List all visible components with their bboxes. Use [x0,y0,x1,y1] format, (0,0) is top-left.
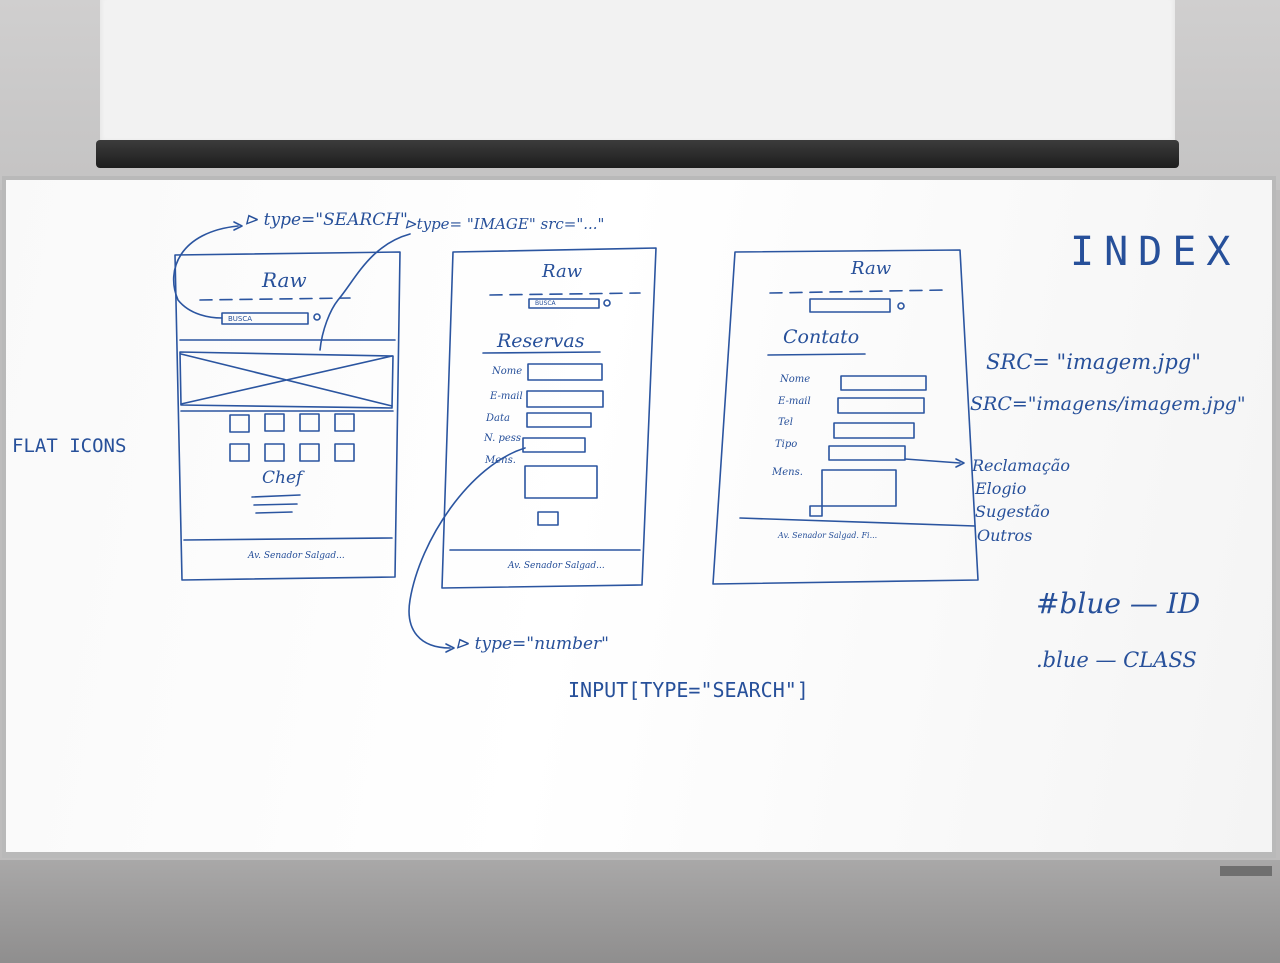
contact-option-4: Outros [977,526,1033,545]
page1-footer: Av. Senador Salgad... [248,551,345,561]
page3-field-3: Tel [778,417,794,428]
number-type-note: ⊳ type="number" [455,634,609,654]
page2-field-4: N. pess [484,433,522,444]
whiteboard [2,176,1276,858]
page1-search-icon [313,313,321,321]
page2-brand: Raw [542,261,583,282]
contact-option-3: Sugestão [975,502,1050,521]
page3-field-5: Mens. [772,467,803,478]
page2-search-label: BUSCA [535,300,556,307]
page3-brand: Raw [851,258,892,279]
page3-field-4: Tipo [775,439,798,450]
src-example-2: SRC="imagens/imagem.jpg" [970,393,1246,415]
page3-field-1: Nome [780,374,811,385]
page3-footer: Av. Senador Salgad. Fi... [778,531,878,540]
page1-search-label: BUSCA [228,315,253,323]
page2-field-5: Mens. [485,455,516,466]
wall-bottom [0,860,1280,963]
page2-section: Reservas [497,330,585,352]
projector-screen [100,0,1175,146]
page3-section: Contato [783,326,860,348]
projector-screen-bar [96,140,1179,168]
page3-frame [712,249,979,585]
whiteboard-brand-plate [1220,866,1272,876]
search-type-note: ⊳ type="SEARCH" [244,210,408,230]
class-selector-note: .blue — CLASS [1036,648,1197,672]
input-search-selector: INPUT[TYPE="SEARCH"] [568,678,809,702]
contact-option-2: Elogio [975,479,1027,498]
page2-footer: Av. Senador Salgad... [508,561,605,571]
page2-field-3: Data [486,413,510,424]
contact-option-1: Reclamação [972,456,1070,475]
page1-brand: Raw [262,268,307,292]
src-example-1: SRC= "imagem.jpg" [986,350,1201,374]
page1-frame [174,251,401,581]
page2-frame [441,247,657,589]
page1-section: Chef [262,468,303,488]
page2-field-1: Nome [492,366,523,377]
flat-icons-note: FLAT ICONS [12,435,127,457]
image-type-note: ⊳type= "IMAGE" src="..." [404,215,605,233]
page2-field-2: E-mail [490,391,523,402]
page3-field-2: E-mail [778,396,811,407]
index-title: INDEX [1070,229,1241,275]
page1-banner-placeholder [179,351,394,409]
id-selector-note: #blue — ID [1036,587,1201,620]
